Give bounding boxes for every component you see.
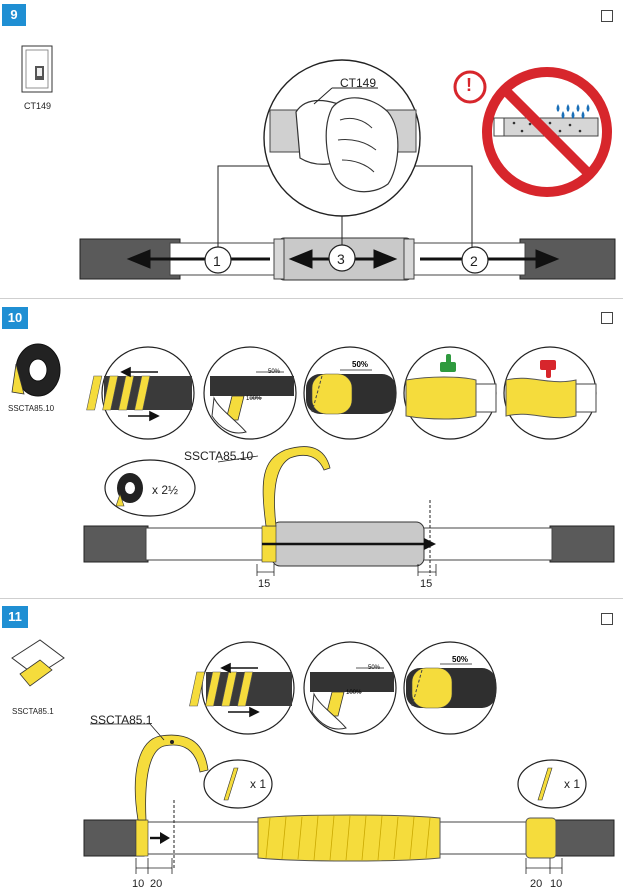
step-10-measure-right: 15: [420, 578, 433, 590]
step-11-checkbox[interactable]: [601, 613, 613, 625]
divider-10-11: [0, 598, 623, 599]
warning-exclamation: !: [466, 75, 472, 95]
step-11-illustration: 50% 100% 50%: [11, 639, 615, 874]
step-11-measure-right-a: 20: [530, 878, 543, 890]
step-9-product-code: CT149: [24, 101, 52, 111]
step-11-qty-right: x 1: [564, 777, 581, 791]
step-10-badge: 10: [2, 307, 28, 329]
tape-roll-icon: [11, 343, 61, 397]
step-9-illustration: [21, 45, 616, 281]
number-markers: [204, 244, 489, 274]
svg-text:100%: 100%: [346, 690, 362, 696]
step-10-measure-left: 15: [258, 578, 271, 590]
quantity-oval-left: [203, 759, 273, 809]
step-11-measure-left-a: 10: [132, 878, 145, 890]
step-11-tape-label: SSCTA85.1: [90, 713, 153, 727]
technique-circle-5-incorrect: [503, 346, 597, 440]
step-11-qty-left: x 1: [250, 777, 267, 791]
technique-circle-3: 50%: [303, 346, 397, 440]
step-11-product-code: SSCTA85.1: [12, 707, 54, 716]
clean-direction-arrows: [126, 249, 560, 269]
tape-pad-icon: [11, 639, 65, 687]
step-10-checkbox[interactable]: [601, 312, 613, 324]
technique-circle-c: 50%: [403, 641, 497, 735]
ct149-package-icon: [21, 45, 53, 93]
step-9-checkbox[interactable]: [601, 10, 613, 22]
quantity-oval: [104, 459, 196, 517]
quantity-oval-right: [517, 759, 587, 809]
technique-circle-1: [86, 346, 195, 440]
svg-text:50%: 50%: [452, 655, 468, 664]
step-10-product-code: SSCTA85.10: [8, 404, 55, 413]
step-10-illustration: 50% 100% 50%: [11, 343, 615, 576]
arrow-number-2: 2: [470, 253, 478, 269]
ct149-callout-label: CT149: [340, 76, 377, 90]
arrow-number-1: 1: [213, 253, 221, 269]
step-9-badge: 9: [2, 4, 26, 26]
step-10-quantity: x 2½: [152, 483, 179, 497]
thumbs-up-icon: [440, 354, 456, 372]
arrow-number-3: 3: [337, 251, 345, 267]
step-11-badge: 11: [2, 606, 28, 628]
step-11-measure-left-b: 20: [150, 878, 163, 890]
water-drops-icon: [556, 104, 590, 119]
cable-step10: [83, 446, 615, 576]
thumbs-down-icon: [540, 360, 556, 378]
technique-circle-b: 50% 100%: [303, 641, 397, 735]
svg-text:100%: 100%: [246, 396, 262, 402]
technique-circle-a: [189, 641, 295, 735]
step-10-tape-label: SSCTA85.10: [184, 449, 254, 463]
technique-circle-4-correct: [403, 346, 497, 440]
leader-lines: [217, 165, 473, 250]
warning-icon: [453, 70, 487, 104]
svg-text:50%: 50%: [352, 360, 368, 369]
divider-9-10: [0, 298, 623, 299]
svg-text:50%: 50%: [268, 369, 281, 375]
technique-circle-2: 50% 100%: [203, 346, 297, 440]
cleaning-detail-circle: [263, 59, 421, 217]
svg-text:50%: 50%: [368, 665, 381, 671]
cable-step11: [83, 723, 615, 874]
no-water-prohibition-icon: [453, 67, 612, 197]
step-11-measure-right-b: 10: [550, 878, 563, 890]
